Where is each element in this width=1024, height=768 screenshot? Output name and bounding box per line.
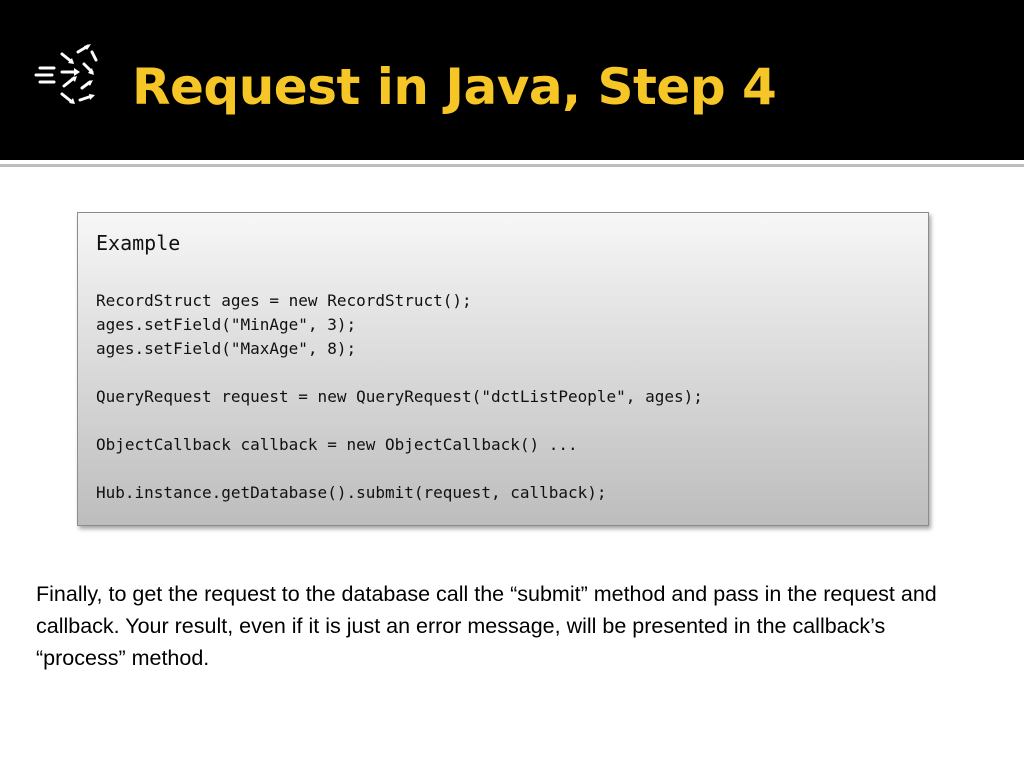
code-line bbox=[96, 457, 703, 481]
code-block: RecordStruct ages = new RecordStruct(); … bbox=[96, 289, 703, 505]
code-box-heading: Example bbox=[96, 231, 181, 255]
slide-title: Request in Java, Step 4 bbox=[132, 58, 777, 116]
code-line: ObjectCallback callback = new ObjectCall… bbox=[96, 435, 578, 454]
code-example-box: Example RecordStruct ages = new RecordSt… bbox=[77, 212, 929, 526]
scattered-arrows-icon bbox=[34, 44, 98, 104]
code-line bbox=[96, 361, 703, 385]
code-line: Hub.instance.getDatabase().submit(reques… bbox=[96, 483, 607, 502]
code-line: ages.setField("MinAge", 3); bbox=[96, 315, 357, 334]
explanation-paragraph: Finally, to get the request to the datab… bbox=[36, 582, 937, 670]
code-line bbox=[96, 409, 703, 433]
code-line: RecordStruct ages = new RecordStruct(); bbox=[96, 291, 472, 310]
title-bar: Request in Java, Step 4 bbox=[0, 0, 1024, 160]
header-divider bbox=[0, 164, 1024, 167]
code-line: QueryRequest request = new QueryRequest(… bbox=[96, 387, 703, 406]
code-line: ages.setField("MaxAge", 8); bbox=[96, 339, 357, 358]
